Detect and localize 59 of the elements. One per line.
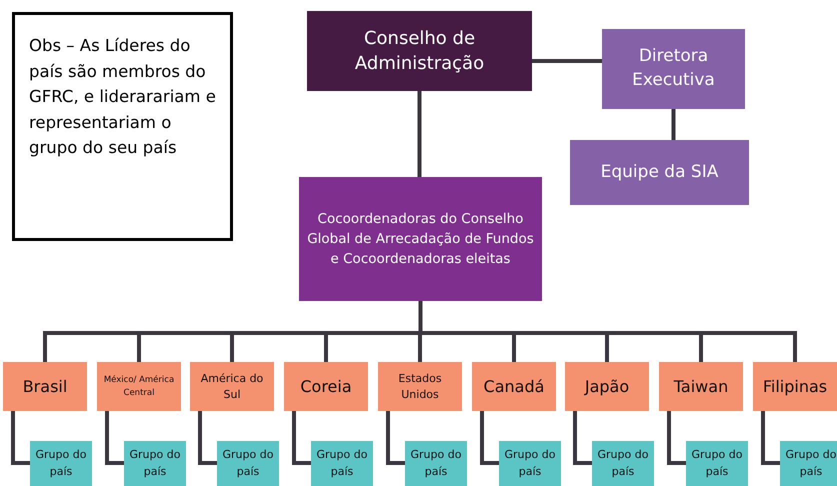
box-label: Cocoordenadoras do Conselho Global de Arrecadação de Fundos e Cocoordenadoras eleitas <box>306 210 535 270</box>
connector-line <box>761 411 780 465</box>
box-label: Filipinas <box>762 376 828 398</box>
connector-line <box>532 59 602 63</box>
group-box <box>405 441 467 486</box>
box-label: Japão <box>584 376 630 398</box>
group-box <box>686 441 748 486</box>
group-box <box>780 441 837 486</box>
country-box <box>565 362 649 411</box>
box-label: Coreia <box>300 376 352 398</box>
box-label: Brasil <box>22 376 68 398</box>
box-label: Conselho de Administração <box>354 26 486 76</box>
country-box <box>284 362 368 411</box>
group-box <box>499 441 561 486</box>
box-label: Grupo do país <box>690 447 744 480</box>
group-box <box>30 441 92 486</box>
group-box <box>217 441 279 486</box>
box-label: Grupo do país <box>504 447 556 480</box>
group-box <box>592 441 654 486</box>
box-label: Canadá <box>484 376 544 398</box>
box-label: Grupo do país <box>128 447 182 480</box>
connector-line <box>292 411 311 465</box>
box-label: Grupo do país <box>316 447 368 480</box>
connector-line <box>418 301 797 362</box>
group-box <box>124 441 186 486</box>
connector-line <box>672 109 676 140</box>
country-box <box>3 362 87 411</box>
box-label: Equipe da SIA <box>600 160 718 184</box>
box-label: Grupo do país <box>596 447 650 480</box>
org-box <box>307 11 532 91</box>
box-label: Diretora Executiva <box>631 45 716 92</box>
box-label: Grupo do país <box>410 447 462 480</box>
connector-line <box>480 411 499 465</box>
country-box <box>97 362 181 411</box>
connector-line <box>105 411 124 465</box>
box-label: Estados Unidos <box>397 370 443 402</box>
country-box <box>659 362 743 411</box>
org-box <box>299 177 542 301</box>
org-box <box>570 140 749 205</box>
box-label: México/ América Central <box>102 374 176 399</box>
connector-line <box>11 411 30 465</box>
country-box <box>378 362 462 411</box>
group-box <box>311 441 373 486</box>
connector-line <box>418 91 422 177</box>
country-box <box>190 362 274 411</box>
box-label: Taiwan <box>674 376 728 398</box>
country-box <box>753 362 837 411</box>
box-label: Obs – As Líderes do país são membros do GFRC, e liderarariam e representariam o grupo do seu país <box>29 35 217 160</box>
connector-line <box>573 411 592 465</box>
connector-line <box>667 411 686 465</box>
connector-line <box>198 411 217 465</box>
note-box <box>12 12 233 241</box>
country-box <box>472 362 556 411</box>
box-label: Grupo do país <box>34 447 88 480</box>
connector-line <box>386 411 405 465</box>
box-label: Grupo do país <box>222 447 274 480</box>
org-box <box>602 29 745 109</box>
box-label: Grupo do país <box>784 447 837 480</box>
box-label: América do Sul <box>200 370 264 402</box>
